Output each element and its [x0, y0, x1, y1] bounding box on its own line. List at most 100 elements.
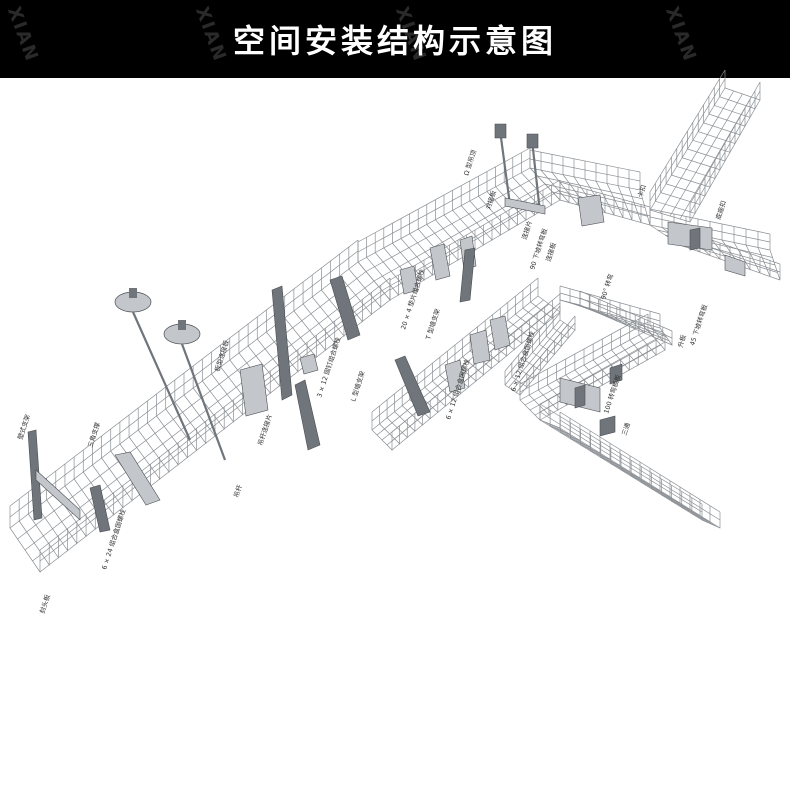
tray-wire: [600, 441, 621, 467]
tray-wire: [595, 163, 615, 216]
tray-wire: [518, 354, 535, 380]
tray-wire: [691, 497, 711, 523]
l-support: [329, 275, 361, 341]
tray-wire: [424, 369, 446, 407]
tray-wire: [504, 371, 521, 396]
tray-wire: [681, 139, 721, 171]
tray-wire: [769, 234, 781, 281]
tray-wire: [611, 334, 630, 371]
right-clip: [724, 254, 746, 277]
tray-wire: [545, 322, 562, 347]
label-l-support: L 型墙支架: [348, 369, 367, 402]
bolt-block: [444, 359, 466, 393]
tray-wire: [590, 435, 611, 460]
tray-wire: [697, 113, 736, 145]
tray-wire: [537, 278, 561, 313]
tray-wire: [640, 466, 661, 492]
label-hanger-rod: 吊杆: [231, 483, 244, 499]
wall-bracket-arm: [35, 469, 81, 521]
label-down-90: 90 下坡转弯板: [527, 227, 549, 271]
tray-wire: [574, 354, 594, 391]
tray-wire: [701, 504, 721, 529]
tray-wire: [609, 300, 627, 326]
ceiling-cap-bolt: [129, 288, 137, 298]
tray-wire: [284, 296, 317, 359]
tray-wire: [357, 242, 391, 301]
omega-rod: [498, 129, 512, 206]
tray-wire: [676, 148, 716, 179]
tray-wire: [92, 443, 124, 509]
tray-wire: [579, 291, 599, 314]
riser-tray: [649, 69, 761, 223]
triangle-bracket: [89, 484, 111, 533]
tray-wire: [655, 183, 696, 214]
tray-wire: [733, 226, 751, 271]
bolt-block: [469, 329, 491, 365]
tray-wire: [606, 165, 624, 218]
tray-wire: [757, 231, 771, 277]
triangle-bracket-arm: [114, 451, 161, 506]
tray-wire: [174, 380, 207, 445]
tray-wire: [137, 408, 170, 473]
tray-wire: [610, 447, 631, 473]
omega-hanger: [526, 133, 539, 149]
tray-wire: [617, 167, 633, 221]
tray-wire: [687, 131, 726, 162]
tray-wire: [515, 296, 538, 332]
plate-connector: [239, 363, 269, 417]
tray-wire: [628, 169, 642, 223]
tray-wire: [619, 302, 636, 330]
tray-wire: [211, 352, 243, 416]
tray-wire: [525, 346, 541, 372]
label-riser-plate: 升板: [675, 333, 688, 349]
bolt-block: [429, 243, 451, 281]
tray-wire: [620, 454, 641, 479]
tray-wire: [580, 429, 601, 454]
tray-wire: [443, 195, 476, 251]
tray-wire: [721, 224, 741, 268]
connector-plate: [504, 197, 546, 215]
tray-wire: [462, 338, 484, 376]
tray-wire: [156, 394, 188, 459]
tray-wire: [101, 436, 133, 502]
l-support-foot: [294, 379, 321, 451]
tray-wire: [366, 237, 399, 296]
tray-wire: [348, 247, 382, 309]
omega-hanger: [494, 123, 507, 139]
bolt-block: [399, 265, 419, 295]
bolt-block: [489, 315, 511, 351]
flat-bolt: [574, 384, 586, 409]
drop-tray: [504, 305, 576, 396]
tray-wire: [569, 288, 590, 310]
tray-wire: [192, 366, 225, 430]
tray-wire: [147, 401, 179, 466]
label-triangle-bracket: 三角支撑: [85, 421, 102, 449]
label-t-support: T 型墙支架: [423, 307, 442, 342]
tray-wire: [55, 471, 87, 538]
mounting-parts: [27, 123, 746, 533]
tray-wire: [379, 405, 400, 445]
tray-wire: [620, 329, 639, 366]
tray-wire: [371, 412, 393, 451]
tray-wire: [671, 157, 711, 188]
tray-wire: [511, 362, 528, 388]
tray-wire: [671, 485, 691, 510]
part-labels: 壁式支架 三角支撑 封头板 6 × 24 组合盒固螺栓 吊杆 板型连接板 吊杆连…: [15, 148, 728, 614]
tray-wire: [703, 104, 741, 136]
clip-plate: [577, 194, 605, 227]
tray-wire: [719, 78, 756, 110]
wall-bracket: [27, 429, 43, 521]
tray-wire: [454, 345, 477, 382]
tray-wire: [649, 311, 664, 342]
tray-wire: [529, 150, 561, 201]
label-clip: 卡扣: [635, 183, 648, 198]
tray-wire: [589, 294, 608, 318]
tray-wire: [293, 289, 326, 352]
hanger-rod: [131, 311, 192, 441]
label-bolt-6x12b: 6 × 12 组合盒固螺栓: [508, 329, 536, 392]
tray-wire: [599, 297, 618, 322]
tray-wire: [495, 166, 527, 221]
l-support-post: [271, 285, 293, 401]
label-omega-hanger: Ω 型吊顶: [461, 148, 478, 176]
